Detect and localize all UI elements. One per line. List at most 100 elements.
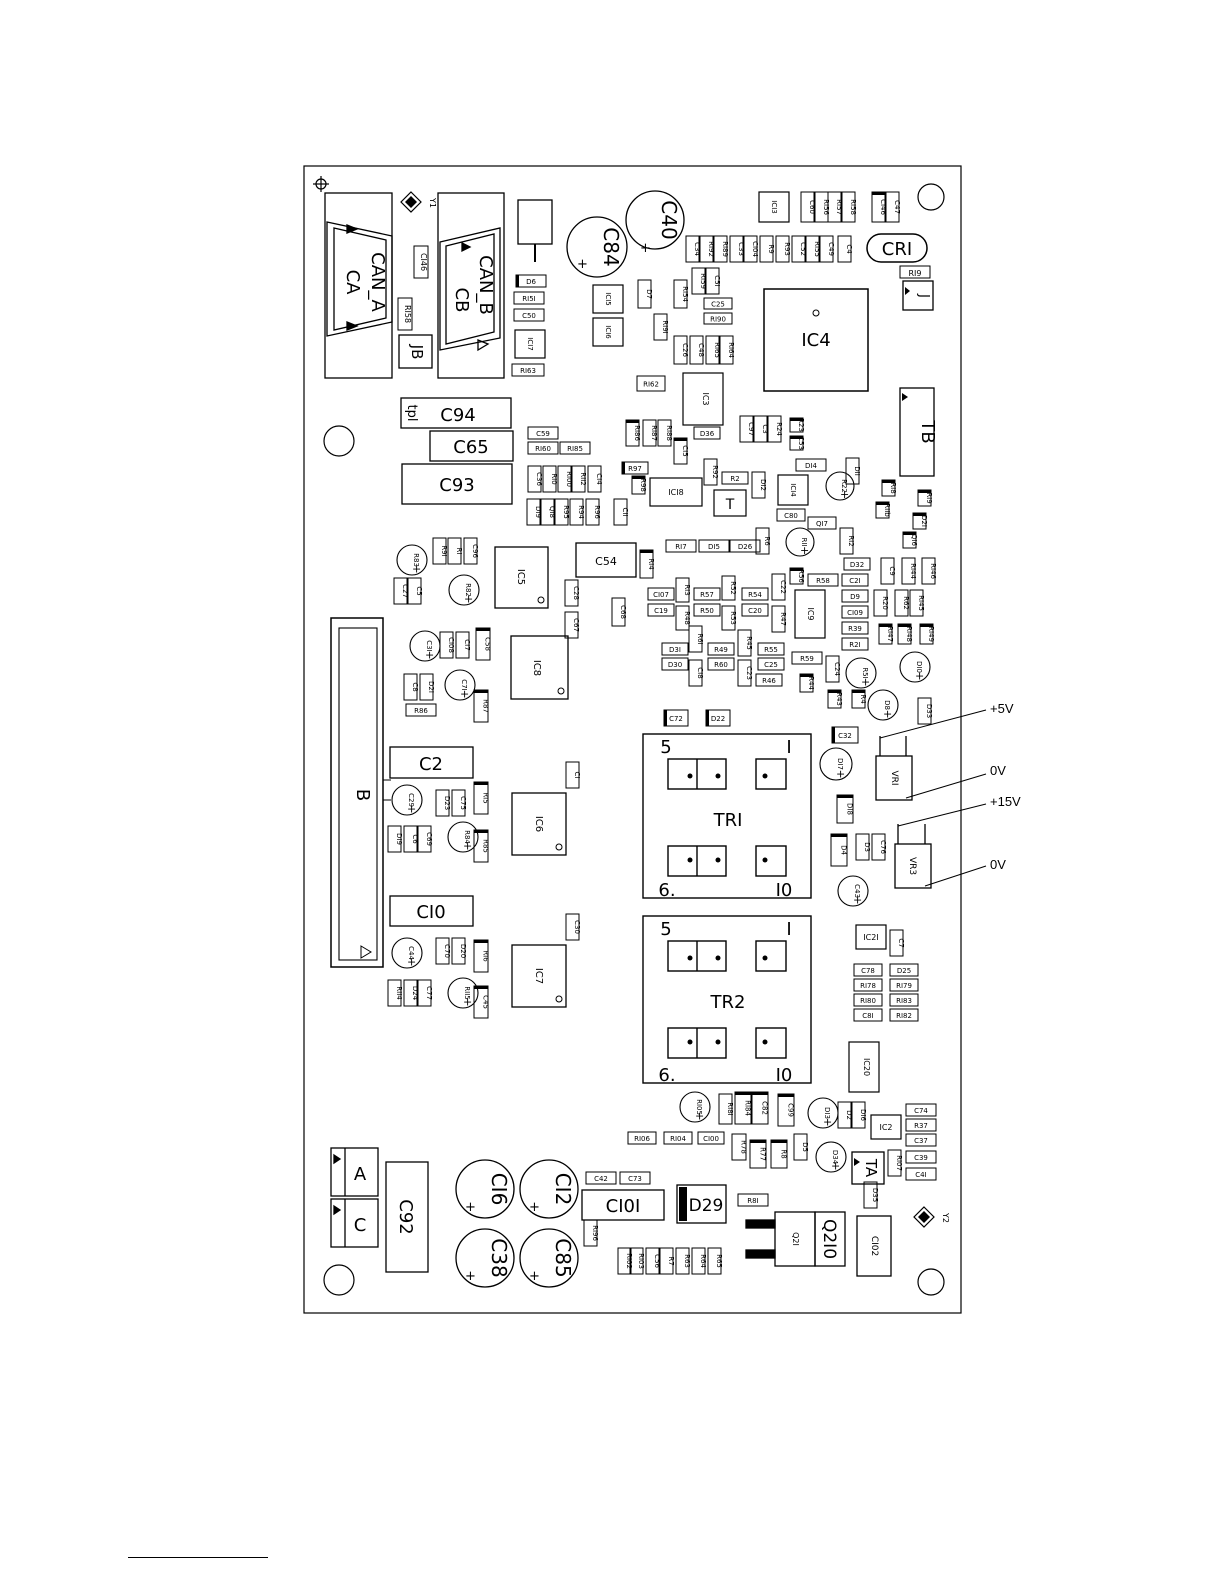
d2i-cathode-band — [913, 513, 926, 516]
ri44-label: RI44 — [909, 563, 917, 579]
c8-part — [403, 673, 418, 701]
c97-part — [739, 415, 754, 443]
r58-label: R58 — [816, 577, 830, 585]
r55-part — [757, 642, 785, 656]
ri96-part — [583, 1219, 598, 1247]
r4-label: R4 — [859, 694, 867, 704]
r56-cathode-band — [790, 568, 803, 571]
y2-label: Y2 — [941, 1212, 950, 1223]
qi7-label: QI7 — [816, 520, 828, 528]
r56-label: R56 — [797, 569, 805, 583]
r85-label: R85 — [482, 839, 490, 853]
c94-body — [400, 397, 512, 429]
rii5-label: RII5 — [463, 986, 471, 999]
c5i-part — [705, 267, 720, 295]
c94-label: C94 — [440, 405, 475, 426]
c85-plus: + — [529, 1269, 540, 1284]
ri83-label: RI83 — [896, 997, 912, 1005]
r95-part — [554, 498, 569, 526]
c5-label: C5 — [415, 586, 423, 595]
r150-label: RI58 — [403, 305, 412, 323]
ri80-label: RI80 — [860, 997, 876, 1005]
r82-label: R82 — [464, 583, 472, 597]
r6i-label: R6I — [696, 633, 704, 644]
c77-label: C77 — [425, 986, 433, 1000]
r78-part — [731, 1133, 747, 1161]
r47-label: R47 — [779, 612, 787, 626]
c40-plus: + — [640, 241, 651, 256]
r8-label: R8 — [780, 1149, 788, 1158]
ci08-label: CI08 — [447, 637, 455, 653]
ci04-label: CI04 — [751, 241, 759, 257]
c29-label: C29 — [407, 793, 415, 807]
d4-label: D4 — [840, 845, 848, 855]
r37-part — [905, 1118, 937, 1132]
connector-tb — [899, 387, 935, 477]
ri9-cathode-band — [918, 490, 931, 493]
c20-label: C20 — [748, 607, 762, 615]
ri59-label: RI59 — [699, 273, 707, 289]
rii-plus: + — [800, 544, 809, 557]
board-outline — [303, 165, 962, 1314]
r5i-label: R5I — [861, 667, 869, 678]
ri5i-label: RI5I — [522, 295, 535, 303]
c9-label: C9 — [888, 566, 896, 575]
di5-label: DI5 — [708, 543, 720, 551]
ri47-cathode-band — [879, 624, 892, 627]
ri6-label: RI6 — [482, 950, 490, 962]
ri3-label: RI3 — [683, 584, 691, 595]
ci4-label: CI4 — [595, 473, 603, 485]
di0-plus: + — [915, 670, 924, 683]
c69-label: C69 — [425, 832, 433, 846]
d5-part — [793, 1133, 808, 1161]
ri63-label: RI63 — [520, 367, 536, 375]
ri80-part — [853, 993, 883, 1007]
r49-part — [707, 642, 735, 656]
transformer-tr1 — [642, 733, 812, 899]
cr1-label: CRI — [882, 239, 912, 260]
c42-part — [585, 1171, 617, 1185]
c99-cathode-band — [778, 1094, 794, 1097]
c84-capacitor — [566, 216, 628, 278]
r62-part — [894, 589, 909, 617]
c70-label: C70 — [443, 944, 451, 958]
ci5-label: CI5 — [681, 445, 689, 456]
ri79-part — [889, 978, 919, 992]
ri48-cathode-band — [898, 624, 911, 627]
c56-part — [645, 1247, 660, 1275]
qi8-label: QI8 — [548, 506, 556, 518]
ri54-part — [673, 279, 688, 309]
d9-part — [841, 589, 869, 603]
c80-label: C80 — [784, 512, 798, 520]
r64-label: R64 — [699, 1254, 707, 1268]
ci7-part — [455, 631, 470, 659]
c4i-label: C4I — [915, 1171, 926, 1179]
j-label: J — [916, 293, 931, 298]
tr1-pin5: 5 — [660, 737, 671, 758]
q210-label: Q2I0 — [819, 1219, 839, 1259]
c25-label: C25 — [764, 661, 778, 669]
r82-capacitor — [448, 574, 480, 606]
ic8-body — [510, 635, 569, 700]
ri03-label: RI03 — [637, 1253, 645, 1269]
ri56-label: RI56 — [822, 199, 830, 215]
tp-0v-a-label: 0V — [990, 763, 1006, 778]
ri-part — [447, 537, 462, 565]
connector-j — [902, 280, 934, 311]
d6-cathode-band — [516, 275, 519, 287]
ci7-label: CI7 — [463, 639, 471, 650]
vr1-label: VRI — [889, 770, 899, 785]
c84-plus: + — [577, 257, 588, 272]
c49-label: C49 — [827, 242, 835, 256]
d2-label: D2 — [845, 1110, 853, 1120]
r83-label: R83 — [412, 553, 420, 567]
d30-part — [661, 657, 689, 671]
tr1-pin10: I0 — [776, 880, 793, 901]
ci-label: CI — [573, 772, 581, 779]
r57-part — [693, 587, 721, 601]
test-point-leaders — [879, 709, 987, 887]
c23-label: C23 — [745, 666, 753, 680]
r82-plus: + — [464, 593, 473, 606]
ri78-label: RI78 — [860, 982, 876, 990]
ri05-plus: + — [695, 1110, 704, 1123]
